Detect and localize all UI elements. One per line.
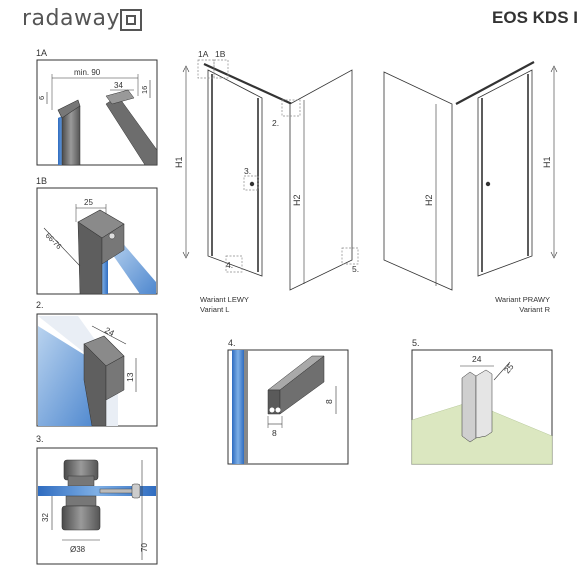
brand-logo-text: radaway bbox=[22, 6, 120, 31]
detail-1a-label: 1A bbox=[36, 48, 47, 58]
dim-4-height: 8 bbox=[324, 399, 334, 404]
model-title: EOS KDS I bbox=[492, 8, 578, 27]
left-caption-pl: Wariant LEWY bbox=[200, 295, 249, 304]
brand-logo-mark bbox=[120, 9, 142, 31]
left-caption-en: Variant L bbox=[200, 305, 229, 314]
dim-1b-25: 25 bbox=[84, 198, 93, 207]
dim-4-width: 8 bbox=[272, 428, 277, 438]
dim-1a-min90: min. 90 bbox=[74, 68, 101, 77]
detail-2: 2. 24 13 bbox=[36, 300, 158, 427]
right-caption-en: Variant R bbox=[519, 305, 550, 314]
detail-4-label: 4. bbox=[228, 338, 236, 348]
dim-3-dia38: Ø38 bbox=[70, 545, 86, 554]
dim-1a-16: 16 bbox=[140, 86, 149, 94]
view-right-variant: H2 H1 bbox=[383, 61, 558, 291]
detail-5-label: 5. bbox=[412, 338, 420, 348]
dim-1a-34: 34 bbox=[114, 81, 123, 90]
detail-1b-label: 1B bbox=[36, 176, 47, 186]
detail-3: 3. 32 Ø38 70 bbox=[36, 434, 158, 565]
detail-4: 4. 8 8 bbox=[227, 338, 349, 465]
dim-2-13: 13 bbox=[125, 372, 135, 382]
dim-5-24: 24 bbox=[472, 354, 482, 364]
callout-4: 4. bbox=[226, 260, 233, 270]
right-caption-pl: Wariant PRAWY bbox=[495, 295, 550, 304]
callout-2: 2. bbox=[272, 118, 279, 128]
right-dim-h2: H2 bbox=[424, 194, 434, 206]
detail-5: 5. 24 25 bbox=[411, 338, 553, 465]
dim-3-70: 70 bbox=[140, 543, 149, 552]
callout-5: 5. bbox=[352, 264, 359, 274]
left-dim-h2: H2 bbox=[292, 194, 302, 206]
detail-2-label: 2. bbox=[36, 300, 44, 310]
dim-2-24: 24 bbox=[103, 325, 116, 338]
callout-1a: 1A bbox=[198, 49, 209, 59]
right-dim-h1: H1 bbox=[542, 156, 552, 168]
view-left-variant: H1 H2 1A 1B 2. 3. 4. 5. bbox=[174, 49, 359, 291]
callout-1b: 1B bbox=[215, 49, 226, 59]
dim-1a-6: 6 bbox=[37, 96, 46, 100]
dim-3-32: 32 bbox=[41, 513, 50, 522]
detail-1b: 1B 25 66-76 bbox=[36, 176, 158, 295]
detail-3-label: 3. bbox=[36, 434, 44, 444]
detail-1a: 1A min. 90 34 6 16 bbox=[36, 48, 158, 166]
callout-3: 3. bbox=[244, 166, 251, 176]
left-dim-h1: H1 bbox=[174, 156, 184, 168]
